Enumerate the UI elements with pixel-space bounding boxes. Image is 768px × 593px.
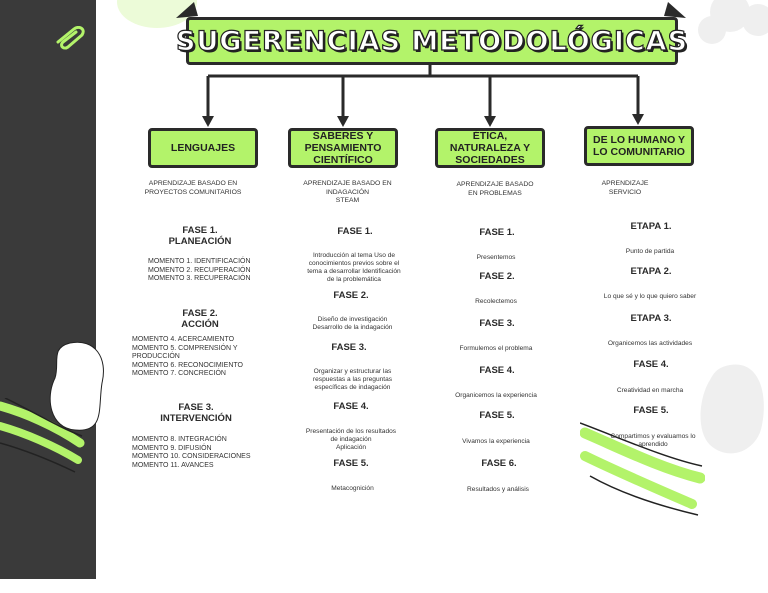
phase-description: Presentemos (476, 254, 516, 261)
phase-description: Lo que sé y lo que quiero saber (603, 293, 697, 300)
column-heading-saberes: SABERES Y PENSAMIENTO CIENTÍFICO (288, 128, 398, 168)
approach-text-lenguajes: APRENDIZAJE BASADO EN PROYECTOS COMUNITA… (144, 180, 242, 196)
phase-label: FASE 4. (596, 359, 706, 370)
phase-label: FASE 3. (294, 342, 404, 353)
phase-label: FASE 1. (443, 227, 551, 238)
column-heading-humano: DE LO HUMANO Y LO COMUNITARIO (584, 126, 694, 166)
phase-description: Punto de partida (625, 248, 675, 255)
phase-description: Recolectemos (475, 298, 517, 305)
phase-label: FASE 1. (300, 226, 410, 237)
phase-description: Formulemos el problema (459, 345, 533, 352)
phase-description: Introducción al tema Uso de conocimiento… (307, 252, 401, 283)
phase-description: Presentación de los resultados de indaga… (305, 428, 397, 451)
phase-label: FASE 5. (443, 410, 551, 421)
phase-description: Organicemos la experiencia (455, 392, 537, 399)
approach-text-saberes: APRENDIZAJE BASADO EN INDAGACIÓN STEAM (303, 180, 392, 204)
phase-description: Creatividad en marcha (616, 387, 684, 394)
phase-label: FASE 3. INTERVENCIÓN (144, 402, 248, 424)
title-banner: SUGERENCIAS METODOLÓGICAS (175, 17, 688, 65)
left-sidebar (0, 0, 96, 579)
phase-label: ETAPA 1. (596, 221, 706, 232)
approach-text-etica: APRENDIZAJE BASADO EN PROBLEMAS (456, 181, 534, 197)
phase-description: Organizar y estructurar las respuestas a… (312, 368, 393, 391)
phase-label: FASE 2. (296, 290, 406, 301)
phase-label: ETAPA 3. (596, 313, 706, 324)
phase-label: ETAPA 2. (596, 266, 706, 277)
phase-label: FASE 5. (596, 405, 706, 416)
phase-description: Vivamos la experiencia (462, 438, 530, 445)
page-title: SUGERENCIAS METODOLÓGICAS (175, 25, 689, 57)
phase-label: FASE 3. (443, 318, 551, 329)
column-heading-lenguajes: LENGUAJES (148, 128, 258, 168)
phase-label: FASE 4. (296, 401, 406, 412)
phase-moments: MOMENTO 8. INTEGRACIÓN MOMENTO 9. DIFUSI… (132, 436, 251, 469)
phase-moments: MOMENTO 1. IDENTIFICACIÓN MOMENTO 2. REC… (148, 258, 251, 283)
phase-description: Organicemos las actividades (607, 340, 693, 347)
paperclip-icon (56, 26, 85, 50)
phase-label: FASE 5. (296, 458, 406, 469)
phase-description: Diseño de investigación Desarrollo de la… (312, 316, 393, 331)
phase-description: Resultados y análisis (467, 486, 529, 493)
phase-description: Metacognición (331, 485, 374, 492)
phase-moments: MOMENTO 4. ACERCAMIENTO MOMENTO 5. COMPR… (132, 336, 243, 378)
phase-label: FASE 1. PLANEACIÓN (148, 225, 252, 247)
phase-description: Compartimos y evaluamos lo aprendido (610, 433, 696, 448)
phase-label: FASE 6. (445, 458, 553, 469)
approach-text-humano: APRENDIZAJE SERVICIO (601, 180, 649, 196)
phase-label: FASE 2. ACCIÓN (148, 308, 252, 330)
phase-label: FASE 4. (443, 365, 551, 376)
phase-label: FASE 2. (443, 271, 551, 282)
column-heading-etica: ÉTICA, NATURALEZA Y SOCIEDADES (435, 128, 545, 168)
